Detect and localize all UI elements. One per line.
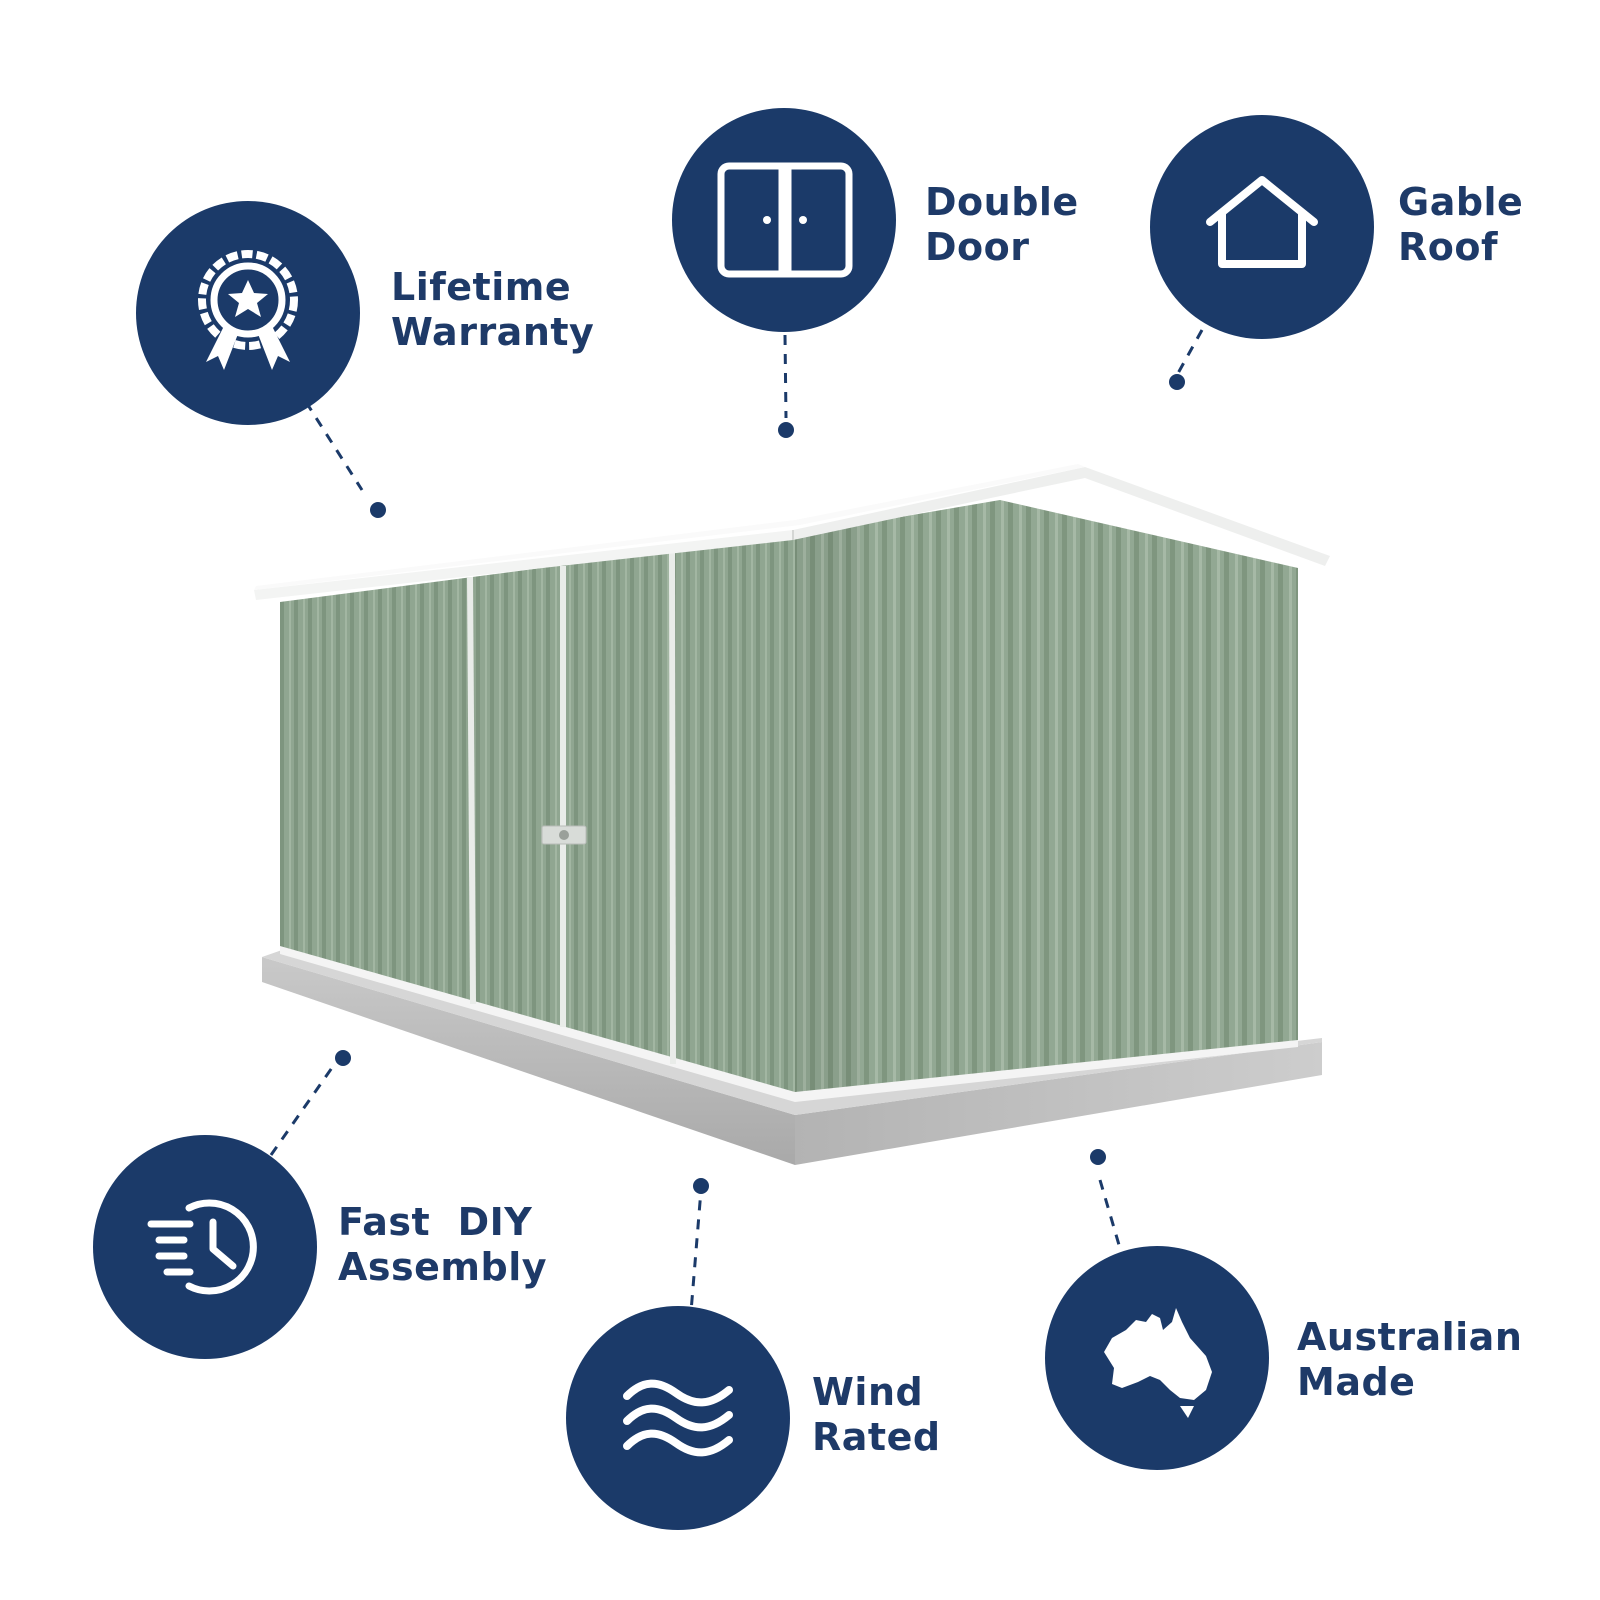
connector-wind	[688, 1189, 703, 1325]
connector-made	[1098, 1179, 1126, 1263]
connector-warranty	[304, 401, 364, 491]
connector-dot	[1090, 1149, 1106, 1165]
connector-door	[783, 334, 788, 419]
feature-australian-made-label: Australian Made	[1297, 1315, 1522, 1405]
shed-image	[254, 464, 1330, 1165]
feature-label-line1: Wind	[812, 1370, 924, 1414]
badge-wind-rated	[566, 1306, 790, 1530]
slab-side	[795, 1042, 1322, 1165]
connector-dots	[335, 374, 1185, 1194]
badge-double-door	[672, 108, 896, 332]
double-door-icon	[717, 162, 853, 278]
double-door-frame	[467, 552, 676, 1065]
feature-double-door-label: Double Door	[925, 180, 1079, 270]
feature-label-line2: Assembly	[338, 1245, 548, 1289]
wind-waves-icon	[623, 1379, 733, 1457]
feature-label-line1: Lifetime	[391, 265, 572, 309]
connector-dot	[335, 1050, 351, 1066]
house-gable-icon	[1206, 176, 1318, 268]
feature-label-line2: Roof	[1398, 225, 1499, 269]
feature-label-line2: Made	[1297, 1360, 1416, 1404]
base-trim-side	[795, 1040, 1298, 1102]
feature-label-line1: Gable	[1398, 180, 1524, 224]
feature-label-line2: Door	[925, 225, 1030, 269]
slab-front	[262, 957, 795, 1165]
australia-map-icon	[1104, 1308, 1212, 1418]
connector-dot	[778, 422, 794, 438]
slab-top	[262, 950, 1322, 1115]
feature-label-line1: Australian	[1297, 1315, 1523, 1359]
roof-gable	[793, 467, 1330, 566]
award-ribbon-star-icon	[198, 250, 298, 370]
badge-gable-roof	[1150, 115, 1374, 339]
shed-side-wall	[795, 500, 1298, 1100]
feature-wind-rated-label: Wind Rated	[812, 1370, 941, 1460]
badge-lifetime-warranty	[136, 201, 360, 425]
fast-clock-icon	[147, 1199, 257, 1295]
connector-lines	[269, 329, 1204, 1325]
feature-gable-roof-label: Gable Roof	[1398, 180, 1523, 270]
feature-label-line1: Double	[925, 180, 1079, 224]
connector-assembly	[269, 1061, 338, 1156]
feature-fast-diy-assembly-label: Fast DIY Assembly	[338, 1200, 547, 1290]
roof-front-edge	[254, 530, 793, 600]
feature-lifetime-warranty-label: Lifetime Warranty	[391, 265, 594, 355]
feature-label-line1: Fast DIY	[338, 1200, 533, 1244]
connector-dot	[1169, 374, 1185, 390]
connector-dot	[693, 1178, 709, 1194]
base-trim-front	[280, 946, 795, 1102]
connector-dot	[370, 502, 386, 518]
badge-fast-diy-assembly	[93, 1135, 317, 1359]
feature-label-line2: Rated	[812, 1415, 941, 1459]
shed-front-wall	[280, 535, 795, 1095]
feature-label-line2: Warranty	[391, 310, 595, 354]
badge-australian-made	[1045, 1246, 1269, 1470]
connector-roof	[1175, 329, 1204, 376]
